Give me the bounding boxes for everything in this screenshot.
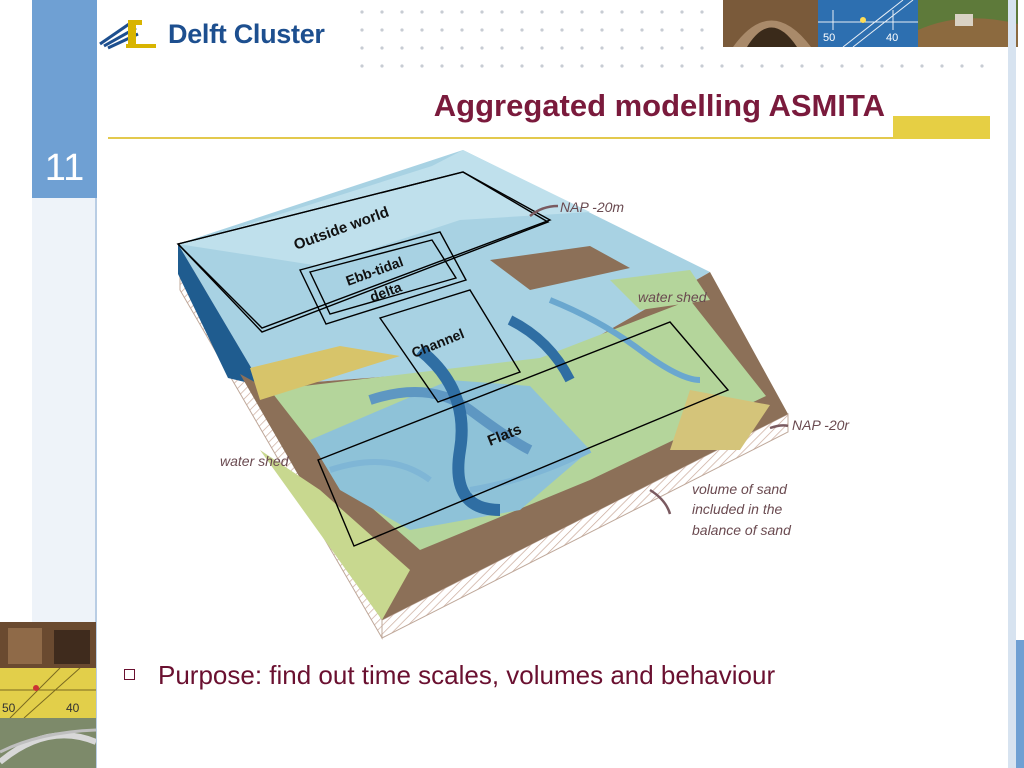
- tidal-channels: [310, 380, 590, 530]
- sand-arrow: [649, 488, 672, 515]
- photo-label-50: 50: [823, 32, 835, 44]
- side-label-40: 40: [66, 701, 80, 715]
- slide-number: 11: [44, 147, 85, 189]
- channel-box: [378, 289, 522, 403]
- delft-cluster-logo: Delft Cluster: [98, 14, 325, 54]
- ebb-tidal-delta-box: [299, 231, 468, 325]
- bullet-square-icon: [124, 669, 135, 680]
- annotation-water-shed-left: water shed: [220, 453, 290, 469]
- annotation-sand-line1: volume of sand: [692, 481, 788, 497]
- right-edge-accent: [1016, 640, 1024, 768]
- side-gauge-photo: [0, 668, 96, 718]
- flats-box: [317, 321, 730, 547]
- gauge-photo: [818, 0, 918, 47]
- title-underline: [108, 137, 896, 139]
- bullet-item: Purpose: find out time scales, volumes a…: [124, 660, 775, 691]
- logo-text: Delft Cluster: [168, 18, 325, 49]
- photo-label-40: 40: [886, 32, 898, 44]
- annotation-nap-right: NAP -20r: [792, 417, 850, 433]
- sidebar-photo-strip: 50 40: [0, 622, 96, 768]
- title-accent-bar: [893, 116, 990, 139]
- header-photo-strip: 50 40: [723, 0, 1018, 47]
- logo-icon: [99, 20, 156, 50]
- slide-number-box: 11: [32, 0, 97, 198]
- annotation-sand-line3: balance of sand: [692, 522, 792, 538]
- right-edge-band: [1008, 0, 1016, 768]
- estuary-diagram: Outside world Ebb-tidal delta Channel Fl…: [176, 150, 850, 640]
- bullet-text: Purpose: find out time scales, volumes a…: [158, 660, 776, 690]
- slide-title: Aggregated modelling ASMITA: [433, 88, 885, 123]
- side-road-photo: [0, 718, 96, 768]
- side-label-50: 50: [2, 701, 16, 715]
- annotation-water-shed-right: water shed: [638, 289, 708, 305]
- nap-top-arrow: [529, 204, 559, 217]
- dot-pattern: [360, 10, 984, 68]
- sidebar-divider: [95, 0, 97, 768]
- annotation-nap-top: NAP -20m: [560, 199, 624, 215]
- annotation-sand-line2: included in the: [692, 501, 783, 517]
